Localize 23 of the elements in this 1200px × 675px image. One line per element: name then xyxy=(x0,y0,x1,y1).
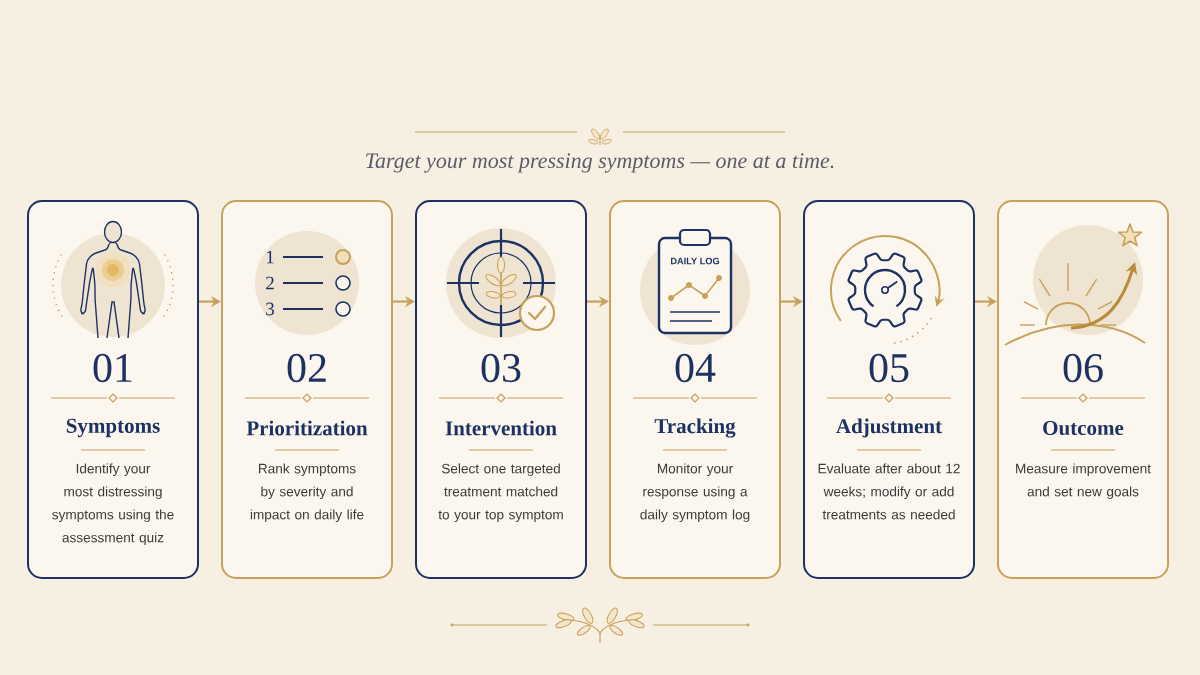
step-description: Monitor your response using a daily symptom log xyxy=(640,463,750,523)
step-description: Measure improvement and set new goals xyxy=(1016,463,1151,500)
step-heading: Prioritization xyxy=(246,420,368,436)
step-number: 04 xyxy=(675,353,716,383)
list-number: 1 xyxy=(266,250,274,264)
step-number: 01 xyxy=(93,353,132,383)
step-description: Rank symptoms by severity and impact on daily life xyxy=(250,463,364,523)
clipboard-label: DAILY LOG xyxy=(671,257,720,265)
step-description: Evaluate after about 12 weeks; modify or add treatments as needed xyxy=(818,463,960,520)
step-number: 02 xyxy=(287,353,326,383)
step-heading: Adjustment xyxy=(836,418,942,438)
tagline: Target your most pressing symptoms — one at a time. xyxy=(366,153,834,173)
list-number: 2 xyxy=(266,276,274,290)
step-heading: Tracking xyxy=(654,418,736,438)
step-heading: Intervention xyxy=(445,420,557,436)
step-description: Identify your most distressing symptoms using the assessment quiz xyxy=(52,463,174,546)
step-heading: Symptoms xyxy=(66,418,160,438)
step-number: 05 xyxy=(869,353,909,383)
list-number: 3 xyxy=(266,302,274,316)
step-description: Select one targeted treatment matched to your top symptom xyxy=(438,463,563,523)
step-number: 06 xyxy=(1063,353,1103,383)
step-number: 03 xyxy=(481,353,521,383)
step-heading: Outcome xyxy=(1043,420,1124,436)
